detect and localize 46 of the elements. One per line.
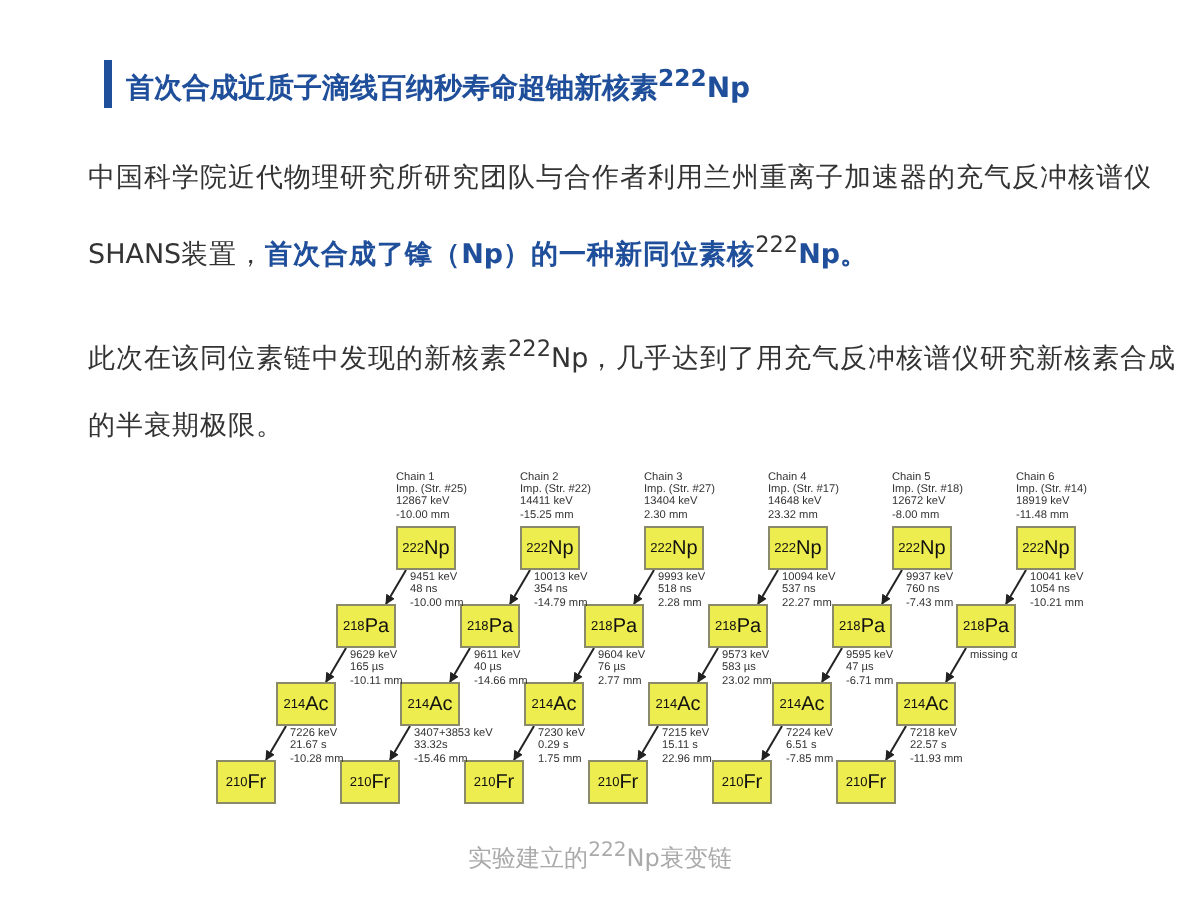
nuclide-box: $^{210}$Fr bbox=[340, 760, 400, 804]
arrow bbox=[325, 647, 347, 683]
nuclide-box: $^{218}$Pa bbox=[584, 604, 644, 648]
nuclide-box: $^{214}$Ac bbox=[276, 682, 336, 726]
nuclide-box: $^{214}$Ac bbox=[772, 682, 832, 726]
heading: 首次合成近质子滴线百纳秒寿命超铀新核素$^{222}$Np bbox=[126, 64, 751, 108]
nuclide-box: $^{214}$Ac bbox=[524, 682, 584, 726]
nuclide-box: $^{218}$Pa bbox=[460, 604, 520, 648]
nuclide-box: $^{222}$Np bbox=[768, 526, 828, 570]
arrow bbox=[389, 725, 411, 761]
arrow bbox=[945, 647, 967, 683]
arrow bbox=[885, 725, 907, 761]
arrow bbox=[449, 647, 471, 683]
nuclide-box: $^{222}$Np bbox=[892, 526, 952, 570]
nuclide-box: $^{218}$Pa bbox=[708, 604, 768, 648]
arrow bbox=[697, 647, 719, 683]
nuclide-box: $^{210}$Fr bbox=[464, 760, 524, 804]
nuclide-box: $^{218}$Pa bbox=[336, 604, 396, 648]
nuclide-box: $^{210}$Fr bbox=[836, 760, 896, 804]
nuclide-box: $^{222}$Np bbox=[1016, 526, 1076, 570]
arrow bbox=[821, 647, 843, 683]
arrow bbox=[265, 725, 287, 761]
arrow bbox=[385, 569, 407, 605]
arrow bbox=[757, 569, 779, 605]
arrow bbox=[573, 647, 595, 683]
nuclide-box: $^{214}$Ac bbox=[400, 682, 460, 726]
arrow bbox=[509, 569, 531, 605]
nuclide-box: $^{222}$Np bbox=[396, 526, 456, 570]
arrow bbox=[513, 725, 535, 761]
nuclide-box: $^{210}$Fr bbox=[588, 760, 648, 804]
nuclide-box: $^{218}$Pa bbox=[956, 604, 1016, 648]
arrow bbox=[1005, 569, 1027, 605]
figure-caption: 实验建立的$^{222}$Np衰变链 bbox=[466, 840, 734, 876]
arrow bbox=[761, 725, 783, 761]
nuclide-box: $^{214}$Ac bbox=[896, 682, 956, 726]
arrow bbox=[637, 725, 659, 761]
nuclide-box: $^{218}$Pa bbox=[832, 604, 892, 648]
arrow bbox=[633, 569, 655, 605]
nuclide-box: $^{210}$Fr bbox=[712, 760, 772, 804]
arrow bbox=[881, 569, 903, 605]
paragraph: 此次在该同位素链中发现的新核素$^{222}$Np，几乎达到了用充气反冲核谱仪研究新核素合成的半衰期极限。 bbox=[88, 334, 1179, 445]
nuclide-box: $^{214}$Ac bbox=[648, 682, 708, 726]
paragraph: 中国科学院近代物理研究所研究团队与合作者利用兰州重离子加速器的充气反冲核谱仪SHANS装置，首次合成了镎（Np）的一种新同位素核$^{222}$Np。 bbox=[88, 160, 1154, 275]
nuclide-box: $^{210}$Fr bbox=[216, 760, 276, 804]
nuclide-box: $^{222}$Np bbox=[520, 526, 580, 570]
nuclide-box: $^{222}$Np bbox=[644, 526, 704, 570]
